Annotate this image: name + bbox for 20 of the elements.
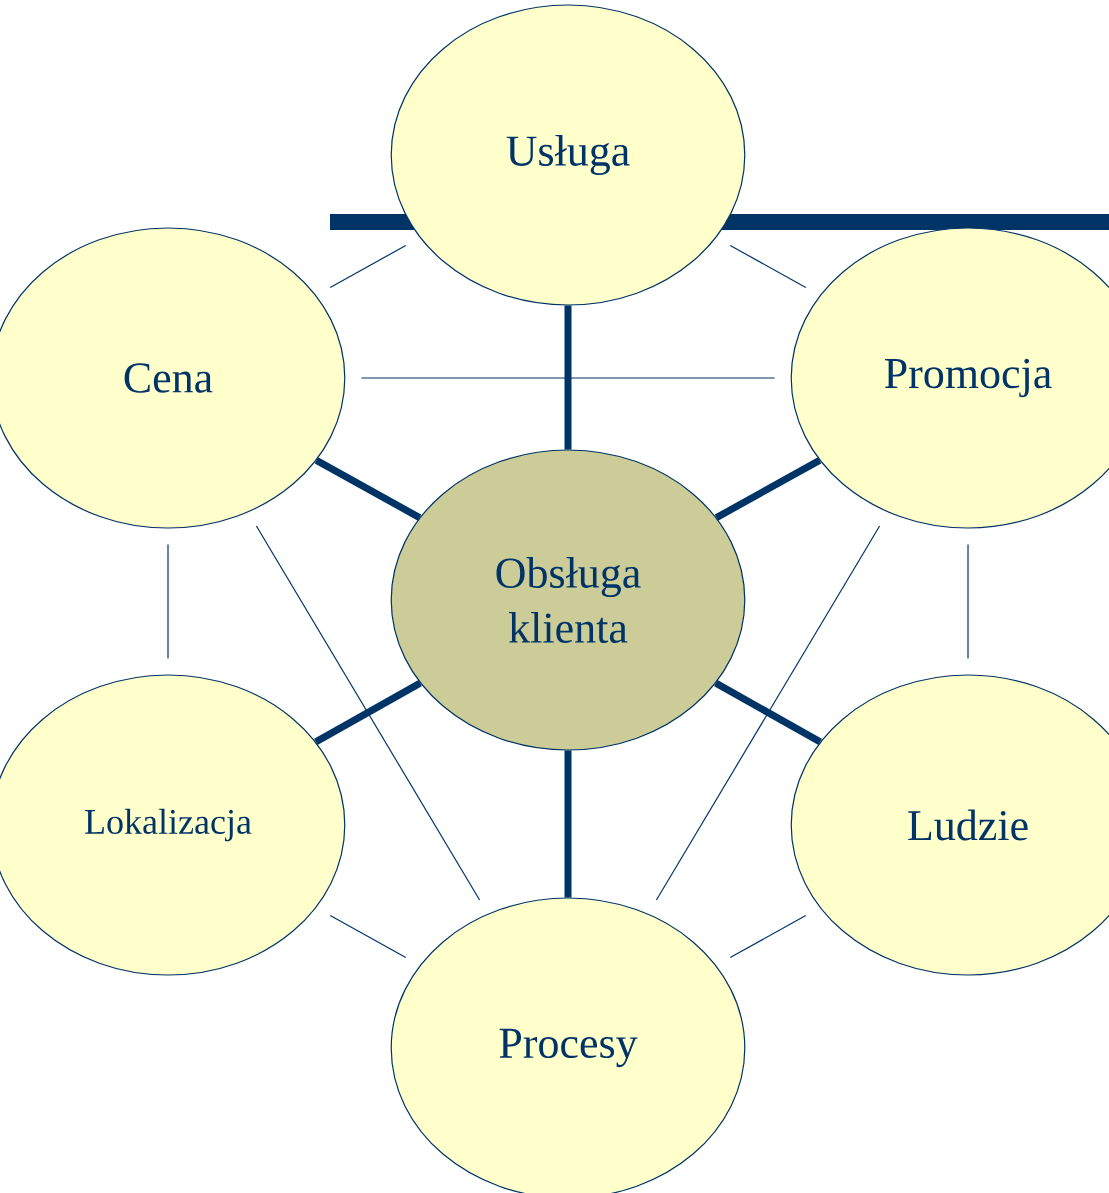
connector-line [655,525,881,901]
connector-line [360,377,776,379]
circle-node: Usługa [390,4,746,306]
connector-line [967,544,969,659]
connector-line [564,750,572,898]
connector-line [564,305,572,450]
circle-node: Procesy [390,897,746,1193]
connector-line [314,680,422,745]
connector-line [167,544,169,659]
circle-node: Ludzie [790,674,1109,976]
connector-line [255,525,481,901]
connector-line [329,244,407,289]
connector-line [714,680,822,745]
circle-node: Obsługa klienta [390,449,746,751]
connector-line [329,914,407,959]
connector-line [729,244,807,289]
connector-line [729,914,807,959]
connector-line [314,457,422,521]
circle-node: Promocja [790,227,1109,529]
connector-line [714,457,822,521]
